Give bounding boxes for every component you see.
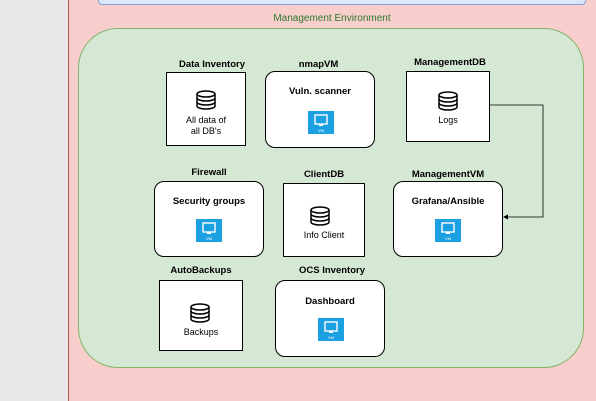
autobackups-node[interactable]: Backups (159, 280, 243, 351)
svg-text:VM: VM (445, 236, 451, 241)
ocs-inventory-title: OCS Inventory (299, 265, 365, 276)
managementvm-title: ManagementVM (411, 169, 485, 180)
svg-text:VM: VM (318, 128, 324, 133)
managementvm-node[interactable]: Grafana/Ansible VM (393, 181, 503, 257)
svg-text:VM: VM (328, 335, 334, 340)
database-icon (438, 91, 458, 111)
firewall-label: Security groups (172, 196, 246, 207)
autobackups-title: AutoBackups (170, 265, 232, 276)
left-margin-area (0, 0, 68, 401)
managementdb-title: ManagementDB (414, 57, 486, 68)
autobackups-label: Backups (183, 327, 219, 337)
environment-title: Management Environment (273, 13, 391, 24)
firewall-node[interactable]: Security groups VM (154, 181, 264, 257)
clientdb-label: Info Client (303, 230, 345, 240)
data-inventory-node[interactable]: All data of all DB's (166, 72, 246, 146)
vm-icon: VM (435, 219, 461, 242)
vm-icon: VM (308, 111, 334, 134)
arrowhead-icon (503, 214, 508, 220)
clientdb-node[interactable]: Info Client (283, 183, 365, 257)
svg-text:VM: VM (206, 236, 212, 241)
managementdb-node[interactable]: Logs (406, 71, 490, 142)
firewall-title: Firewall (191, 167, 227, 178)
database-icon (196, 90, 216, 110)
clientdb-title: ClientDB (303, 169, 345, 180)
managementdb-label: Logs (438, 115, 458, 125)
data-inventory-title: Data Inventory (179, 59, 245, 70)
nmapvm-node[interactable]: Vuln. scanner VM (265, 71, 375, 148)
data-inventory-label: All data of all DB's (185, 115, 227, 136)
database-icon (190, 303, 210, 323)
upper-container-edge (98, 0, 586, 5)
vm-icon: VM (196, 219, 222, 242)
managementvm-label: Grafana/Ansible (411, 196, 485, 207)
nmapvm-label: Vuln. scanner (289, 86, 351, 97)
ocs-inventory-node[interactable]: Dashboard VM (275, 280, 385, 357)
database-icon (310, 206, 330, 226)
nmapvm-title: nmapVM (298, 59, 339, 70)
vm-icon: VM (318, 318, 344, 341)
ocs-inventory-label: Dashboard (305, 296, 355, 307)
